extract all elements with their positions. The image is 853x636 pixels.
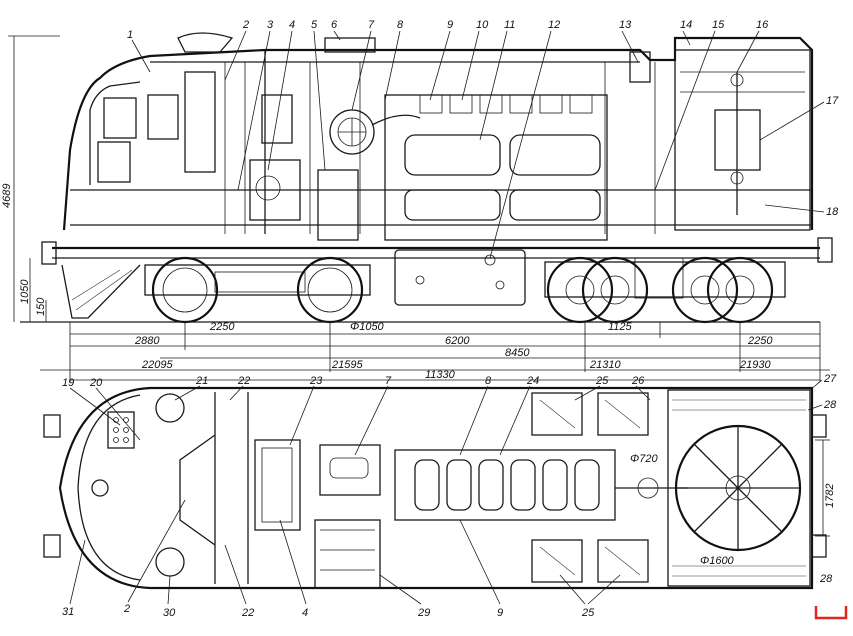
- callout-7: 7: [368, 19, 375, 31]
- callout-26: 26: [631, 375, 645, 387]
- callout-19: 19: [62, 377, 74, 389]
- callout-14: 14: [680, 19, 692, 31]
- dim-21930: 21930: [739, 359, 771, 371]
- callout-7-top: 7: [385, 375, 392, 387]
- callout-8: 8: [397, 19, 404, 31]
- callout-4-bottom: 4: [302, 607, 308, 619]
- dim-fan-diameter: Φ720: [630, 453, 658, 465]
- callout-16: 16: [756, 19, 769, 31]
- dim-6200: 6200: [445, 335, 470, 347]
- callout-2-bottom: 2: [123, 603, 130, 615]
- callout-9: 9: [447, 19, 453, 31]
- red-corner-mark: [814, 606, 848, 620]
- callout-2: 2: [242, 19, 249, 31]
- callout-30: 30: [163, 607, 176, 619]
- dim-2250-left: 2250: [209, 321, 235, 333]
- top-view-dimensions: Φ720 1782 Φ1600: [630, 439, 836, 567]
- callout-6: 6: [331, 19, 338, 31]
- callout-5: 5: [311, 19, 318, 31]
- dim-22095: 22095: [141, 359, 173, 371]
- dim-low-height: 150: [35, 297, 47, 316]
- callout-22-top: 22: [237, 375, 250, 387]
- callout-20: 20: [89, 377, 103, 389]
- dim-2250-right: 2250: [747, 335, 773, 347]
- callout-24: 24: [526, 375, 539, 387]
- callout-4: 4: [289, 19, 295, 31]
- callout-9-bottom: 9: [497, 607, 503, 619]
- dim-wheel-height: 1050: [19, 279, 31, 304]
- dim-width: 1782: [824, 484, 836, 508]
- dim-height: 4689: [1, 184, 13, 208]
- dim-21310: 21310: [589, 359, 621, 371]
- callout-27: 27: [823, 373, 837, 385]
- callout-8-top: 8: [485, 375, 492, 387]
- side-view-callouts: 1 2 3 4 5 6 7 8 9 10 11 12 13 14 15 16 1…: [127, 19, 839, 259]
- callout-21: 21: [195, 375, 208, 387]
- callout-28-top: 28: [823, 399, 837, 411]
- callout-25-bottom: 25: [581, 607, 595, 619]
- callout-11: 11: [504, 19, 515, 31]
- callout-17: 17: [826, 95, 839, 107]
- dim-2880: 2880: [134, 335, 160, 347]
- callout-3: 3: [267, 19, 274, 31]
- side-view: [20, 32, 833, 324]
- side-view-dimensions: 4689 1050 150 Φ1050 2250 1125 2880 6200 …: [1, 35, 830, 382]
- callout-23: 23: [309, 375, 323, 387]
- dim-wheel-diameter: Φ1050: [350, 321, 385, 333]
- top-view: [43, 386, 827, 590]
- dim-1125: 1125: [608, 321, 633, 333]
- dim-11330: 11330: [425, 369, 456, 381]
- callout-28-bottom: 28: [819, 573, 833, 585]
- callout-29: 29: [417, 607, 430, 619]
- dim-21595: 21595: [331, 359, 363, 371]
- callout-15: 15: [712, 19, 725, 31]
- dim-8450: 8450: [505, 347, 530, 359]
- callout-10: 10: [476, 19, 489, 31]
- callout-1: 1: [127, 29, 133, 41]
- dim-big-fan: Φ1600: [700, 555, 735, 567]
- callout-31: 31: [62, 606, 74, 618]
- callout-18: 18: [826, 206, 839, 218]
- callout-25-top: 25: [595, 375, 609, 387]
- callout-22-bottom: 22: [241, 607, 254, 619]
- callout-13: 13: [619, 19, 632, 31]
- callout-12: 12: [548, 19, 560, 31]
- top-view-callouts: 19 20 21 22 23 7 8 24 25 26 27 28 31 2 3…: [62, 373, 837, 619]
